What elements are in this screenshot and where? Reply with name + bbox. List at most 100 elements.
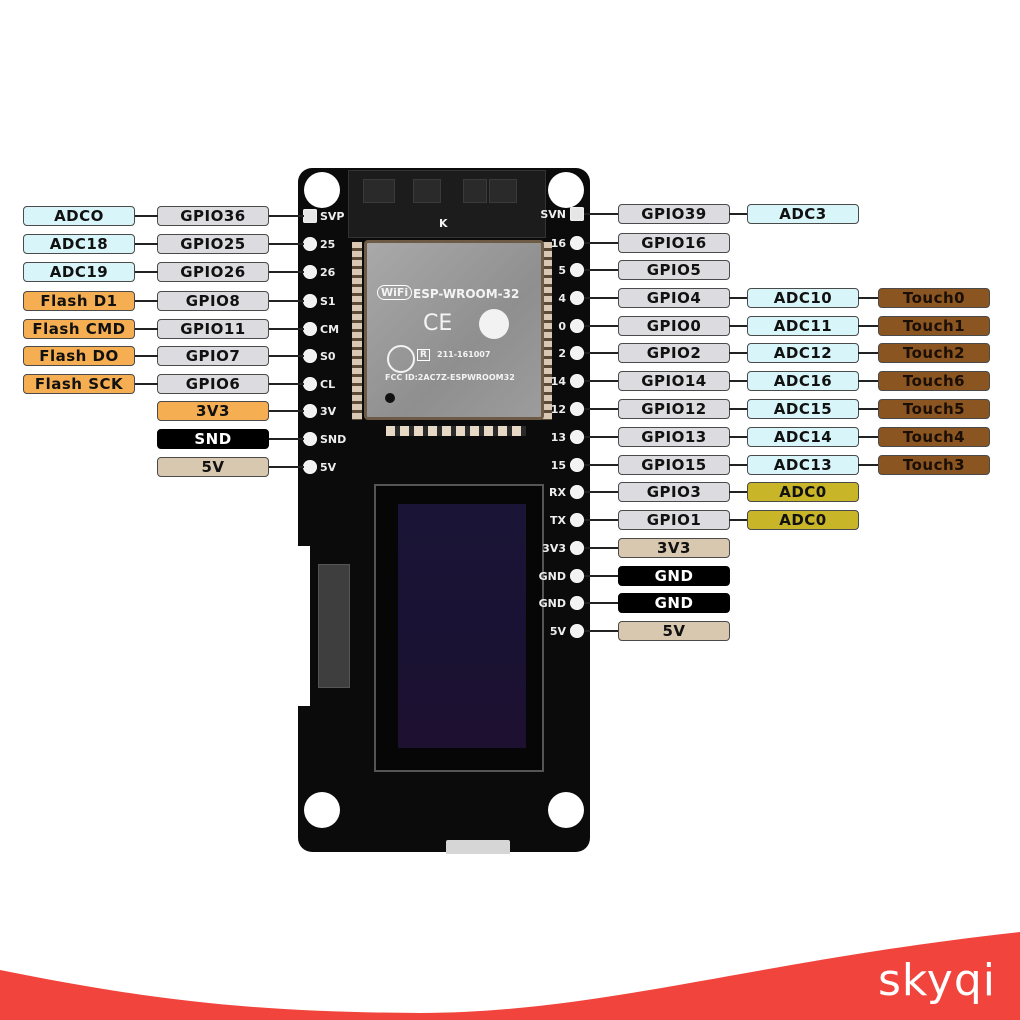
header-pin <box>303 460 317 474</box>
touch-label: Touch5 <box>878 399 990 419</box>
header-pin <box>303 237 317 251</box>
adc-label: ADC19 <box>23 262 135 282</box>
gpio-label: GPIO0 <box>618 316 730 336</box>
touch-label: Touch1 <box>878 316 990 336</box>
header-pin <box>570 485 584 499</box>
pin-silk-label: CM <box>320 323 340 336</box>
header-pin <box>570 541 584 555</box>
pin-silk-label: 4 <box>558 292 566 305</box>
connector-line <box>584 547 620 549</box>
header-pin <box>303 294 317 308</box>
connector-line <box>584 242 620 244</box>
mount-hole <box>548 172 584 208</box>
pin-silk-label: SVN <box>540 208 566 221</box>
gpio-label: GPIO13 <box>618 427 730 447</box>
esp32-oled-board: K WiFi ESP-WROOM-32 CE R 211-161007 FCC … <box>296 168 590 854</box>
gpio-label: GPIO11 <box>157 319 269 339</box>
header-pin <box>570 346 584 360</box>
adc-label: ADC0 <box>747 510 859 530</box>
connector-line <box>858 380 880 382</box>
touch-label: Touch3 <box>878 455 990 475</box>
gpio-label: GPIO5 <box>618 260 730 280</box>
connector-line <box>134 300 158 302</box>
telec-mark-icon <box>387 345 415 373</box>
connector-line <box>729 352 749 354</box>
pin-silk-label: 13 <box>550 431 566 444</box>
module-castellations-right <box>542 242 552 420</box>
adc-label: ADC0 <box>747 482 859 502</box>
connector-line <box>729 325 749 327</box>
connector-line <box>268 215 304 217</box>
connector-line <box>268 300 304 302</box>
touch-label: Touch2 <box>878 343 990 363</box>
header-pin <box>570 263 584 277</box>
pin-silk-label: 16 <box>550 237 566 250</box>
gpio-label: GPIO12 <box>618 399 730 419</box>
adc-label: ADC11 <box>747 316 859 336</box>
power-label: SND <box>157 429 269 449</box>
ce-mark-icon: CE <box>423 311 453 336</box>
header-pin <box>570 569 584 583</box>
flash-label: Flash DO <box>23 346 135 366</box>
connector-line <box>584 464 620 466</box>
header-pin <box>303 322 317 336</box>
gpio-label: GPIO26 <box>157 262 269 282</box>
pin-silk-label: 5 <box>558 264 566 277</box>
mount-hole <box>304 172 340 208</box>
header-pin <box>570 319 584 333</box>
connector-line <box>134 215 158 217</box>
connector-line <box>134 383 158 385</box>
connector-line <box>858 408 880 410</box>
connector-line <box>858 352 880 354</box>
connector-line <box>584 269 620 271</box>
connector-line <box>134 355 158 357</box>
power-label: 5V <box>618 621 730 641</box>
header-pin <box>570 624 584 638</box>
connector-line <box>268 410 304 412</box>
adc-label: ADC15 <box>747 399 859 419</box>
connector-line <box>268 243 304 245</box>
header-pin <box>303 377 317 391</box>
wifi-logo-icon: WiFi <box>377 285 413 300</box>
connector-line <box>584 380 620 382</box>
touch-label: Touch6 <box>878 371 990 391</box>
connector-line <box>729 436 749 438</box>
pin-silk-label: 0 <box>558 320 566 333</box>
espressif-logo-icon <box>479 309 509 339</box>
connector-line <box>584 352 620 354</box>
gpio-label: GPIO7 <box>157 346 269 366</box>
pcb-antenna: K <box>348 170 546 238</box>
pin-silk-label: 3V <box>320 405 337 418</box>
pin-silk-label: CL <box>320 378 336 391</box>
oled-display <box>398 504 526 748</box>
adc-label: ADCO <box>23 206 135 226</box>
header-pin <box>303 209 317 223</box>
header-pin <box>570 374 584 388</box>
mount-hole <box>548 792 584 828</box>
pin-silk-label: RX <box>549 486 566 499</box>
pin-silk-label: SND <box>320 433 347 446</box>
header-pin <box>570 207 584 221</box>
connector-line <box>134 243 158 245</box>
adc-label: ADC16 <box>747 371 859 391</box>
connector-line <box>584 213 620 215</box>
pin-silk-label: 25 <box>320 238 336 251</box>
pin-silk-label: GND <box>538 597 566 610</box>
adc-label: ADC18 <box>23 234 135 254</box>
oled-ribbon <box>318 564 350 688</box>
pin-silk-label: 5V <box>549 625 566 638</box>
touch-label: Touch4 <box>878 427 990 447</box>
power-label: 3V3 <box>618 538 730 558</box>
connector-line <box>858 297 880 299</box>
module-brand: ESP-WROOM-32 <box>413 287 520 301</box>
pin-silk-label: TX <box>550 514 566 527</box>
connector-line <box>729 380 749 382</box>
power-label: 3V3 <box>157 401 269 421</box>
connector-line <box>134 271 158 273</box>
gpio-label: GPIO25 <box>157 234 269 254</box>
connector-line <box>134 328 158 330</box>
pin-silk-label: 26 <box>320 266 336 279</box>
adc-label: ADC10 <box>747 288 859 308</box>
header-pin <box>570 513 584 527</box>
power-label: GND <box>618 566 730 586</box>
